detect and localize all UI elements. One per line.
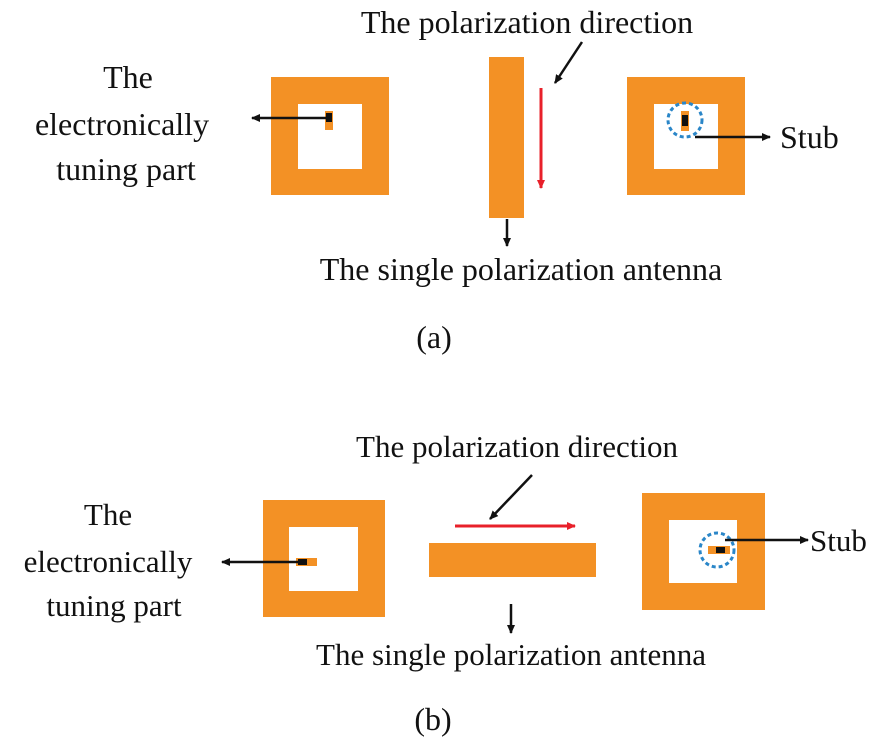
panel-b-polarization-label: The polarization direction — [356, 429, 678, 464]
panel-a-antenna-label: The single polarization antenna — [320, 251, 723, 287]
panel-a-polarization-label: The polarization direction — [361, 4, 693, 40]
panel-b-polarization-pointer-arrow — [489, 474, 533, 520]
panel-a-tuning-label-line2: electronically — [35, 106, 209, 142]
panel-b-tuning-label-line1: The — [84, 497, 132, 532]
panel-a: The polarization direction The electroni… — [35, 4, 839, 355]
panel-b-stub-label: Stub — [810, 523, 867, 558]
panel-b-antenna-strip — [429, 543, 596, 577]
panel-b: The polarization direction The electroni… — [24, 429, 867, 737]
panel-a-stub-highlight-circle — [666, 101, 704, 139]
panel-b-left-ring-resonator — [263, 500, 385, 617]
panel-a-tuning-label-line3: tuning part — [56, 151, 196, 187]
panel-b-stub-marker — [716, 547, 725, 553]
panel-a-stub-marker — [682, 115, 688, 126]
panel-b-right-ring-patch — [642, 493, 765, 610]
panel-a-left-ring-resonator — [271, 77, 389, 195]
panel-b-caption: (b) — [414, 701, 451, 737]
panel-b-right-ring-resonator — [642, 493, 765, 610]
panel-a-right-ring-resonator — [627, 77, 745, 195]
panel-a-polarization-pointer-arrow — [553, 41, 584, 84]
panel-b-antenna-label: The single polarization antenna — [316, 637, 706, 672]
panel-a-antenna-strip — [489, 57, 524, 218]
panel-a-left-ring-patch — [271, 77, 389, 195]
panel-b-tuning-label-line2: electronically — [24, 544, 193, 579]
panel-a-tuning-label-line1: The — [103, 59, 153, 95]
panel-b-left-tuning-marker — [298, 559, 307, 565]
panel-a-caption: (a) — [416, 319, 452, 355]
panel-a-stub-label: Stub — [780, 119, 839, 155]
panel-b-left-ring-patch — [263, 500, 385, 617]
panel-b-tuning-label-line3: tuning part — [46, 588, 182, 623]
panel-b-stub-highlight-circle — [698, 531, 736, 569]
panel-a-left-tuning-marker — [326, 113, 332, 122]
